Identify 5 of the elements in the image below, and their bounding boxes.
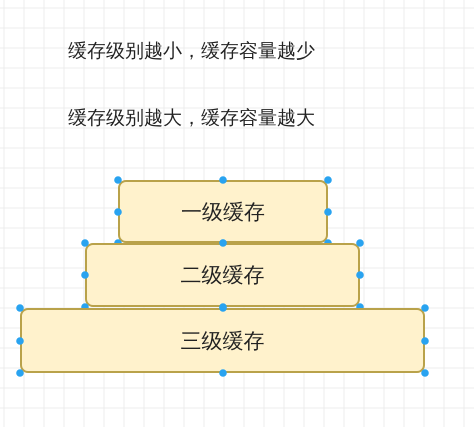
level-box: 二级缓存 bbox=[85, 243, 360, 307]
level-box: 一级缓存 bbox=[118, 180, 328, 243]
note-text: 缓存级别越大，缓存容量越大 bbox=[68, 106, 315, 131]
level-box: 三级缓存 bbox=[20, 308, 425, 373]
note-text: 缓存级别越小，缓存容量越少 bbox=[68, 39, 315, 64]
